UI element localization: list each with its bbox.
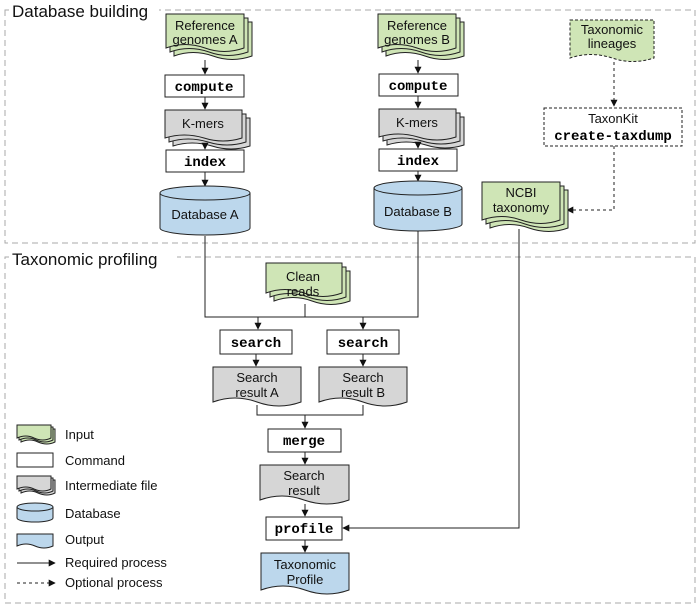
taxonomic-profiling-title: Taxonomic profiling: [12, 250, 158, 269]
ncbi-taxonomy: NCBI taxonomy: [481, 181, 569, 232]
clean-reads: Clean reads: [265, 262, 351, 305]
search-result-a: Search result A: [212, 366, 302, 407]
legend-intermediate-label: Intermediate file: [65, 478, 158, 493]
svg-text:Search: Search: [342, 370, 383, 385]
taxonomic-profiling-frame: [4, 256, 696, 604]
compute-b-label: compute: [389, 79, 448, 95]
kmers-a: K-mers: [164, 109, 251, 150]
database-a: Database A: [159, 185, 251, 236]
svg-text:Taxonomic: Taxonomic: [274, 557, 337, 572]
taxonkit-box: [543, 107, 683, 147]
profile-label: profile: [275, 522, 334, 538]
legend: Input Command Intermediate file Database…: [16, 424, 167, 590]
database-building-title: Database building: [12, 2, 148, 21]
legend-output-label: Output: [65, 532, 104, 547]
legend-input-swatch: [16, 424, 56, 445]
svg-text:lineages: lineages: [588, 36, 637, 51]
search-a-box: [219, 329, 293, 355]
svg-text:result B: result B: [341, 385, 385, 400]
legend-command-swatch: [16, 452, 54, 468]
svg-text:result A: result A: [235, 385, 279, 400]
svg-text:genomes A: genomes A: [172, 32, 237, 47]
search-a-label: search: [231, 336, 281, 352]
kmers-b: K-mers: [378, 108, 465, 149]
search-result-b: Search result B: [318, 366, 408, 407]
reference-genomes-a: Reference genomes A: [165, 13, 253, 60]
create-taxdump-label: create-taxdump: [554, 129, 672, 145]
svg-text:reads: reads: [287, 284, 320, 299]
legend-output-swatch: [16, 533, 54, 549]
search-result-merged: Search result: [259, 464, 350, 505]
svg-text:Database B: Database B: [384, 204, 452, 219]
index-b-label: index: [397, 154, 440, 170]
svg-text:Database A: Database A: [171, 207, 239, 222]
legend-command-label: Command: [65, 453, 125, 468]
svg-text:Profile: Profile: [287, 572, 324, 587]
search-b-label: search: [338, 336, 388, 352]
legend-database-swatch: [16, 502, 54, 523]
taxonomic-profile: Taxonomic Profile: [260, 552, 350, 595]
merge-label: merge: [283, 434, 325, 450]
svg-text:NCBI: NCBI: [505, 185, 536, 200]
database-b: Database B: [373, 180, 463, 232]
compute-a-label: compute: [175, 80, 234, 96]
legend-intermediate-swatch: [16, 475, 56, 496]
profile-box: [265, 516, 343, 541]
svg-text:genomes B: genomes B: [384, 32, 450, 47]
svg-text:Reference: Reference: [175, 18, 235, 33]
taxonomic-lineages: Taxonomic lineages: [569, 19, 655, 62]
legend-database-label: Database: [65, 506, 121, 521]
svg-text:Clean: Clean: [286, 269, 320, 284]
svg-text:K-mers: K-mers: [396, 115, 438, 130]
svg-text:Reference: Reference: [387, 18, 447, 33]
svg-text:Search: Search: [283, 468, 324, 483]
legend-input-label: Input: [65, 427, 94, 442]
svg-text:taxonomy: taxonomy: [493, 200, 550, 215]
svg-text:K-mers: K-mers: [182, 116, 224, 131]
svg-text:Taxonomic: Taxonomic: [581, 22, 644, 37]
legend-required-label: Required process: [65, 555, 167, 570]
taxonkit-label: TaxonKit: [588, 111, 638, 126]
database-building-frame: [4, 9, 696, 244]
legend-optional-label: Optional process: [65, 575, 163, 590]
svg-text:Search: Search: [236, 370, 277, 385]
index-a-label: index: [184, 155, 227, 171]
reference-genomes-b: Reference genomes B: [377, 13, 465, 60]
svg-text:result: result: [288, 483, 320, 498]
